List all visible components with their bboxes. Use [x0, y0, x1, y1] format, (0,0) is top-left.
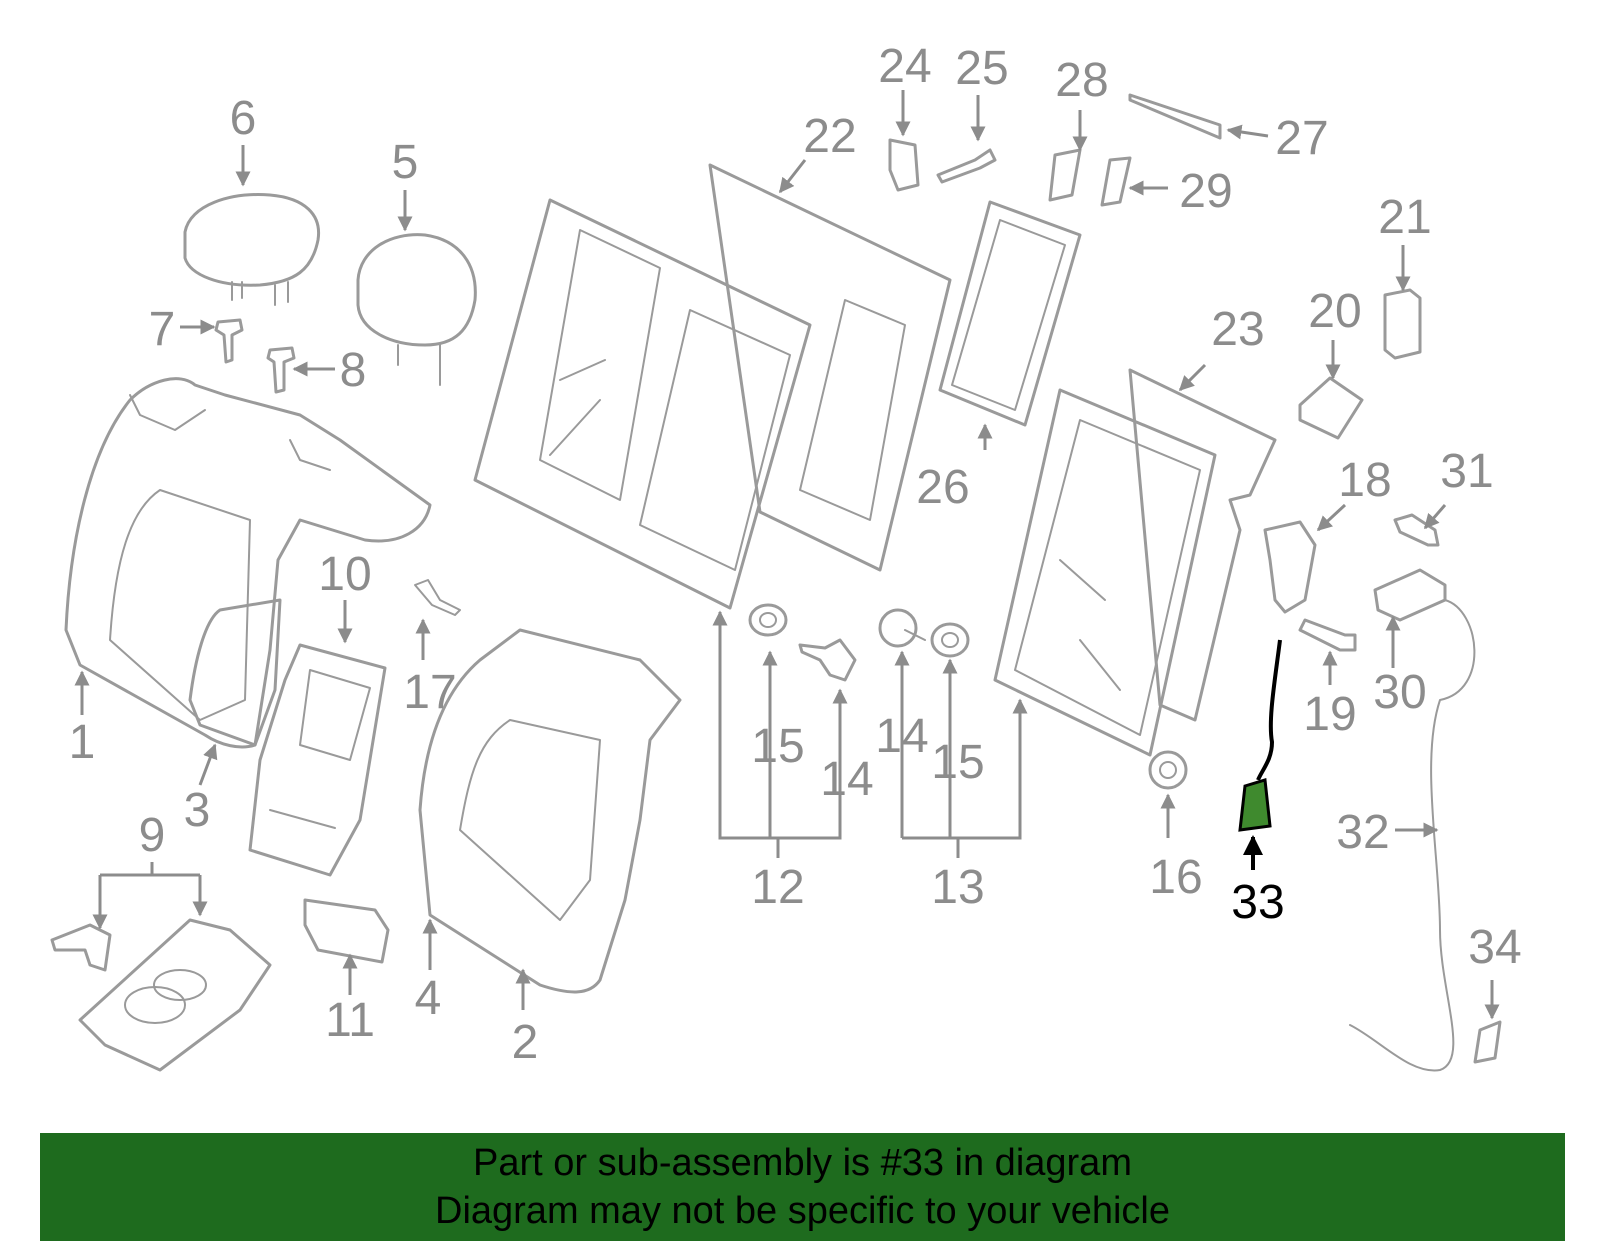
- part-25-bolt: [936, 148, 997, 184]
- callout-1: 1: [69, 716, 96, 769]
- callout-2: 2: [512, 1016, 539, 1069]
- callout-27: 27: [1275, 112, 1328, 165]
- callout-10: 10: [318, 548, 371, 601]
- part-15-grommet: [748, 603, 788, 637]
- callout-23: 23: [1211, 303, 1264, 356]
- part-14-bolt: [798, 638, 857, 682]
- part-19-bolt: [1298, 618, 1357, 652]
- part-15-grommet-b: [930, 622, 970, 658]
- part-10-armrest-housing: [248, 643, 387, 877]
- callout-16: 16: [1149, 851, 1202, 904]
- callout-14-b: 14: [875, 710, 928, 763]
- callout-11: 11: [325, 994, 375, 1047]
- callout-8: 8: [340, 344, 367, 397]
- part-20-cover: [1298, 376, 1364, 440]
- callout-26: 26: [916, 461, 969, 514]
- part-22-backrest-frame: [473, 163, 952, 610]
- part-7-guide: [214, 318, 244, 364]
- part-9-armrest: [50, 918, 272, 1072]
- callout-31: 31: [1440, 445, 1493, 498]
- callout-25: 25: [955, 42, 1008, 95]
- callout-20: 20: [1308, 285, 1361, 338]
- footer-banner: Part or sub-assembly is #33 in diagram D…: [40, 1133, 1565, 1241]
- part-14-bolt-b: [878, 608, 926, 648]
- part-26-panel: [938, 200, 1082, 427]
- callout-9: 9: [139, 809, 166, 862]
- footer-line-part-number: Part or sub-assembly is #33 in diagram: [473, 1142, 1132, 1184]
- part-24-bracket: [888, 138, 920, 192]
- callout-3: 3: [184, 784, 211, 837]
- callout-28: 28: [1055, 54, 1108, 107]
- part-6-headrest: [183, 193, 321, 306]
- part-23-backrest-frame: [993, 368, 1277, 757]
- callout-30: 30: [1373, 666, 1426, 719]
- callout-34: 34: [1468, 921, 1521, 974]
- callout-7: 7: [149, 303, 176, 356]
- part-30-handle: [1373, 568, 1447, 622]
- callout-5: 5: [392, 136, 419, 189]
- part-27-rod: [1128, 93, 1222, 140]
- part-1-seat-back-cover: [64, 377, 432, 749]
- part-2-cushion-cover: [418, 628, 682, 994]
- callout-22: 22: [803, 110, 856, 163]
- callout-33: 33: [1231, 876, 1284, 929]
- callout-21: 21: [1378, 191, 1431, 244]
- callout-15-b: 15: [931, 736, 984, 789]
- callout-18: 18: [1338, 454, 1391, 507]
- footer-line-disclaimer: Diagram may not be specific to your vehi…: [435, 1190, 1170, 1232]
- callout-17: 17: [403, 666, 456, 719]
- part-11-trim: [303, 898, 390, 964]
- callout-24: 24: [878, 40, 931, 93]
- part-8-guide: [266, 346, 296, 394]
- callout-29: 29: [1179, 165, 1232, 218]
- part-21-button: [1383, 288, 1422, 360]
- callout-19: 19: [1303, 688, 1356, 741]
- callout-6: 6: [230, 92, 257, 145]
- part-16-grommet: [1148, 750, 1188, 790]
- callout-13: 13: [931, 861, 984, 914]
- part-33-harness: [1238, 639, 1282, 832]
- part-18-latch: [1263, 520, 1317, 614]
- part-34-clip: [1473, 1020, 1502, 1064]
- part-31-pin: [1393, 513, 1440, 547]
- part-28-clip: [1048, 148, 1082, 202]
- callout-32: 32: [1336, 806, 1389, 859]
- callout-4: 4: [415, 972, 442, 1025]
- part-5-headrest: [356, 233, 477, 386]
- part-32-cable: [1349, 599, 1476, 1072]
- callout-labels: 1 2 3 4 5 6 7 8 9 10 11 12 13 14 14 15 1…: [69, 40, 1522, 1069]
- callout-14: 14: [820, 753, 873, 806]
- part-17-clip: [414, 579, 461, 616]
- part-3-seat-side: [188, 598, 282, 747]
- callout-15: 15: [751, 720, 804, 773]
- callout-12: 12: [751, 861, 804, 914]
- leader-lines: [74, 90, 1500, 1020]
- part-29-clip: [1100, 156, 1132, 207]
